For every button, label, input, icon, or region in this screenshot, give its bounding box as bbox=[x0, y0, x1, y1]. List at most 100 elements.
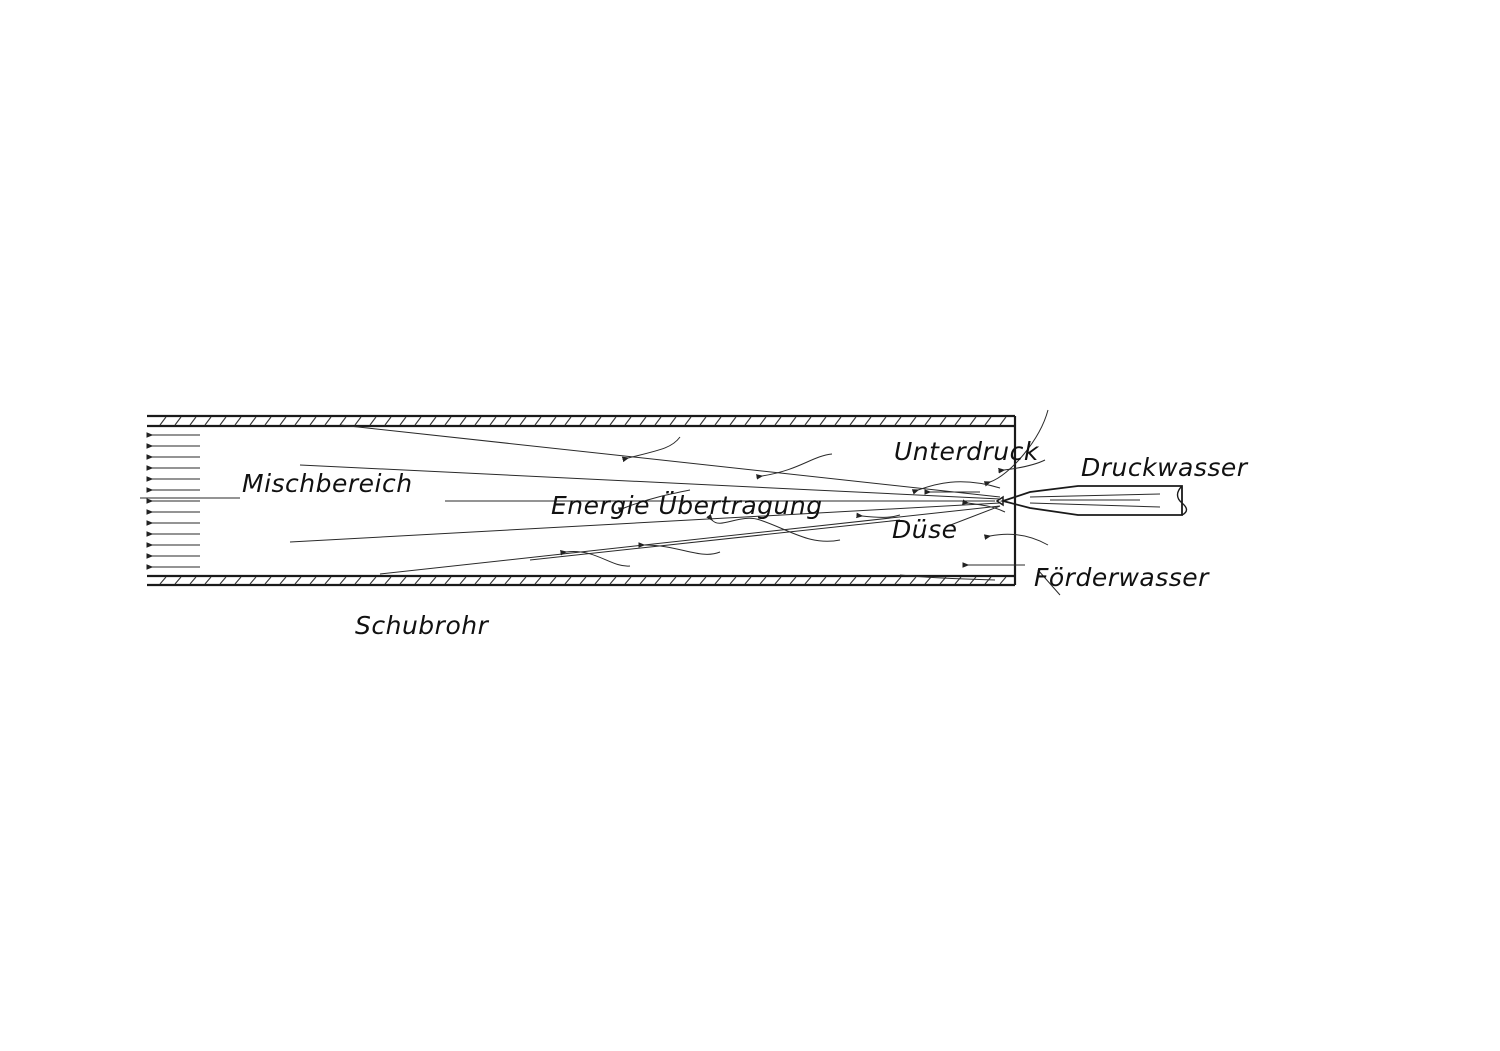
hatch-stroke bbox=[189, 416, 197, 426]
hatch-stroke bbox=[579, 576, 587, 585]
hatch-stroke bbox=[264, 416, 272, 426]
hatch-stroke bbox=[264, 576, 272, 585]
hatch-stroke bbox=[204, 576, 212, 585]
hatch-stroke bbox=[489, 576, 497, 585]
hatch-stroke bbox=[834, 416, 842, 426]
wavy-arrow bbox=[706, 513, 841, 542]
hatch-stroke bbox=[234, 576, 242, 585]
hatch-stroke bbox=[399, 576, 407, 585]
hatch-stroke bbox=[534, 576, 542, 585]
hatch-stroke bbox=[414, 416, 422, 426]
hatch-stroke bbox=[699, 416, 707, 426]
wavy-arrow bbox=[617, 489, 691, 513]
hatch-stroke bbox=[804, 416, 812, 426]
hatch-stroke bbox=[789, 576, 797, 585]
hatch-stroke bbox=[609, 416, 617, 426]
hatch-stroke bbox=[459, 416, 467, 426]
hatch-stroke bbox=[384, 576, 392, 585]
hatch-stroke bbox=[924, 576, 932, 585]
hatch-stroke bbox=[339, 416, 347, 426]
hatch-stroke bbox=[489, 416, 497, 426]
hatch-stroke bbox=[939, 416, 947, 426]
hatch-stroke bbox=[654, 416, 662, 426]
hatch-stroke bbox=[714, 416, 722, 426]
hatch-stroke bbox=[684, 416, 692, 426]
hatch-stroke bbox=[354, 416, 362, 426]
hatch-stroke bbox=[309, 416, 317, 426]
suction-arrow bbox=[983, 533, 1049, 546]
hatch-stroke bbox=[444, 576, 452, 585]
streamline bbox=[289, 502, 1001, 543]
hatch-stroke bbox=[564, 576, 572, 585]
hatch-stroke bbox=[534, 416, 542, 426]
top-wall-hatching bbox=[159, 416, 1007, 426]
hatch-stroke bbox=[339, 576, 347, 585]
label-schubrohr: Schubrohr bbox=[355, 611, 490, 640]
hatch-stroke bbox=[819, 576, 827, 585]
hatch-stroke bbox=[234, 416, 242, 426]
suction-arrow bbox=[962, 499, 1006, 513]
nozzle-body bbox=[999, 485, 1183, 516]
hatch-stroke bbox=[759, 416, 767, 426]
label-foerderwasser: Förderwasser bbox=[1034, 563, 1210, 592]
hatch-stroke bbox=[684, 576, 692, 585]
hatch-stroke bbox=[324, 416, 332, 426]
suction-arrow bbox=[983, 409, 1049, 487]
nozzle-inner-line-2 bbox=[1029, 502, 1161, 508]
suction-arrow bbox=[998, 459, 1046, 474]
hatch-stroke bbox=[369, 576, 377, 585]
hatch-stroke bbox=[369, 416, 377, 426]
hatch-stroke bbox=[504, 576, 512, 585]
wavy-arrow bbox=[560, 549, 631, 567]
hatch-stroke bbox=[309, 576, 317, 585]
hatch-stroke bbox=[894, 576, 902, 585]
label-unterdruck: Unterdruck bbox=[894, 437, 1040, 466]
hatch-stroke bbox=[564, 416, 572, 426]
hatch-stroke bbox=[294, 416, 302, 426]
suction-arrow bbox=[911, 481, 1001, 495]
hatch-stroke bbox=[984, 576, 992, 585]
hatch-stroke bbox=[819, 416, 827, 426]
hatch-stroke bbox=[429, 416, 437, 426]
thrust-tube bbox=[147, 414, 1017, 587]
hatch-stroke bbox=[744, 416, 752, 426]
wavy-arrow bbox=[756, 453, 833, 480]
flow-streamlines bbox=[140, 424, 1001, 575]
nozzle-leader-line bbox=[947, 505, 1001, 527]
hatch-stroke bbox=[414, 576, 422, 585]
hatch-stroke bbox=[954, 416, 962, 426]
streamline bbox=[299, 464, 1001, 500]
hatch-stroke bbox=[474, 576, 482, 585]
hatch-stroke bbox=[909, 576, 917, 585]
energy-transfer-arrows bbox=[560, 436, 901, 567]
hatch-stroke bbox=[174, 576, 182, 585]
hatch-stroke bbox=[774, 416, 782, 426]
hatch-stroke bbox=[834, 576, 842, 585]
hatch-stroke bbox=[159, 576, 167, 585]
wavy-arrow bbox=[856, 512, 901, 519]
hatch-stroke bbox=[639, 576, 647, 585]
hatch-stroke bbox=[729, 416, 737, 426]
hatch-stroke bbox=[504, 416, 512, 426]
hatch-stroke bbox=[909, 416, 917, 426]
hatch-stroke bbox=[999, 416, 1007, 426]
hatch-stroke bbox=[864, 576, 872, 585]
hatch-stroke bbox=[879, 576, 887, 585]
hatch-stroke bbox=[459, 576, 467, 585]
hatch-stroke bbox=[714, 576, 722, 585]
hatch-stroke bbox=[219, 576, 227, 585]
hatch-stroke bbox=[699, 576, 707, 585]
bottom-inflow-curve bbox=[899, 574, 996, 581]
hatch-stroke bbox=[594, 416, 602, 426]
hatch-stroke bbox=[789, 416, 797, 426]
streamline bbox=[379, 505, 1001, 575]
hatch-stroke bbox=[849, 576, 857, 585]
hatch-stroke bbox=[579, 416, 587, 426]
nozzle-inner-line-1 bbox=[1029, 493, 1161, 498]
hatch-stroke bbox=[729, 576, 737, 585]
label-druckwasser: Druckwasser bbox=[1081, 453, 1249, 482]
hatch-stroke bbox=[759, 576, 767, 585]
hatch-stroke bbox=[864, 416, 872, 426]
hatch-stroke bbox=[249, 576, 257, 585]
label-energie-uebertragung: Energie Übertragung bbox=[551, 491, 823, 520]
